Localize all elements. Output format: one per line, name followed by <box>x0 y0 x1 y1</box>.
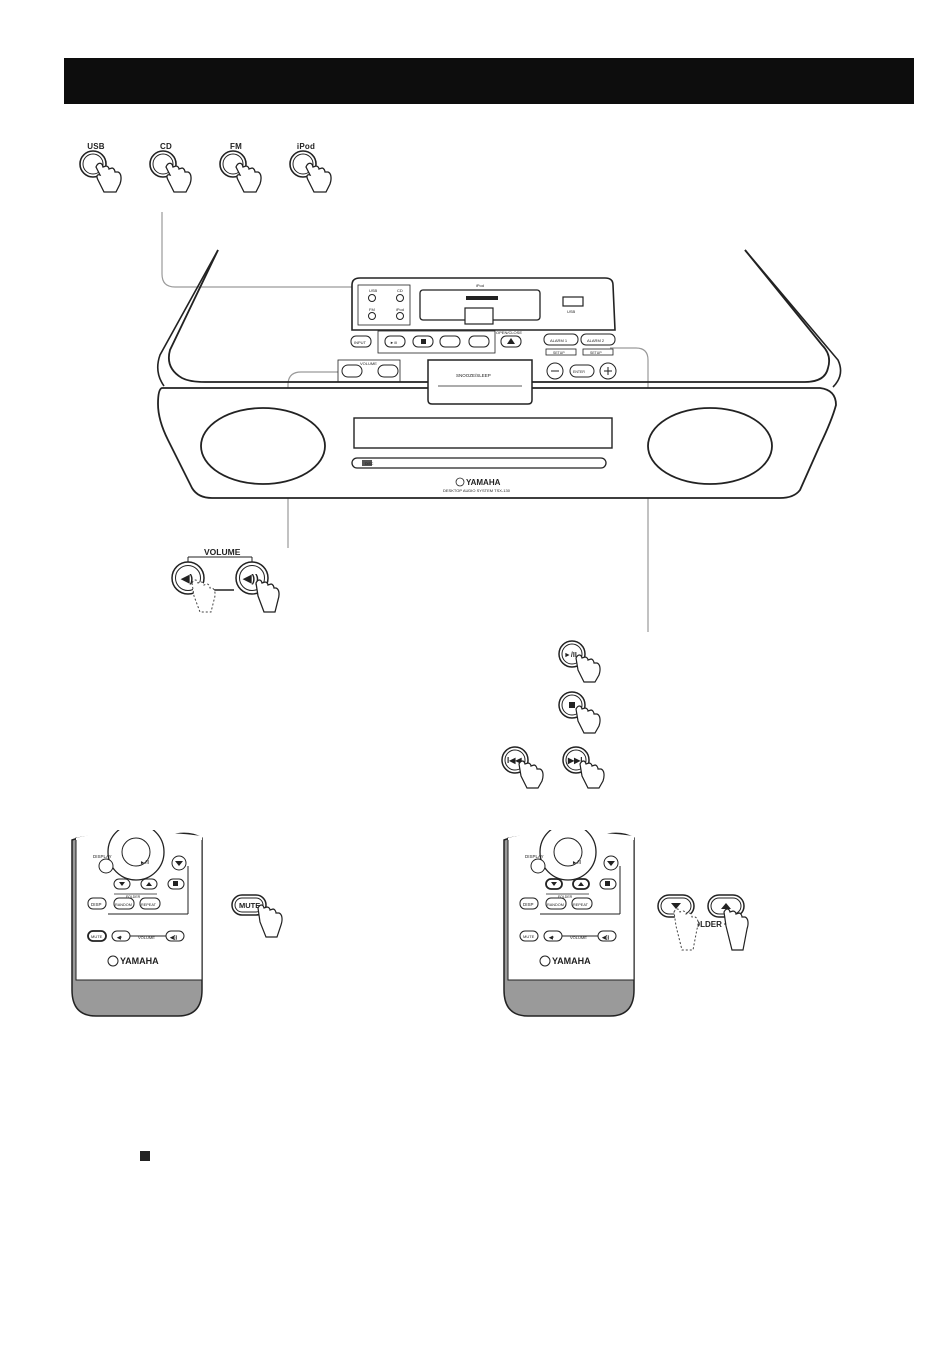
unit-panel-labels: USB CD FM iPod iPod USB INPUT ►/II OPEN/… <box>354 283 605 493</box>
ipod-source-button[interactable]: iPod <box>286 142 348 202</box>
section-header-bar <box>64 58 914 104</box>
svg-text:REPEAT: REPEAT <box>573 903 589 907</box>
svg-text:FOLDER: FOLDER <box>689 920 722 929</box>
cd-source-button[interactable]: CD <box>146 142 208 202</box>
svg-text:DISC: DISC <box>365 462 374 466</box>
square-bullet-icon <box>140 1151 150 1161</box>
svg-text:SETUP: SETUP <box>590 351 602 355</box>
svg-text:USB: USB <box>567 309 576 314</box>
svg-text:RANDOM: RANDOM <box>115 903 132 907</box>
svg-text:ALARM 2: ALARM 2 <box>587 338 605 343</box>
svg-text:►/II: ►/II <box>572 860 581 866</box>
leader-lines <box>161 212 649 632</box>
svg-text:YAMAHA: YAMAHA <box>552 956 591 966</box>
svg-text:SNOOZE/SLEEP: SNOOZE/SLEEP <box>456 373 491 378</box>
svg-text:MUTE: MUTE <box>91 934 103 939</box>
volume-callout: VOLUME ◀) ◀)) <box>168 546 280 620</box>
svg-text:OPEN/CLOSE: OPEN/CLOSE <box>496 330 522 335</box>
svg-text:VOLUME: VOLUME <box>204 547 241 557</box>
svg-text:iPod: iPod <box>396 307 404 312</box>
remote-control-right: DISPLAY ►/II FOLDER DISP RANDOM REPEAT M… <box>503 830 635 1017</box>
svg-text:VOLUME: VOLUME <box>570 935 587 940</box>
folder-up-icon <box>721 903 731 909</box>
svg-text:VOLUME: VOLUME <box>138 935 155 940</box>
transport-callouts: ►/II I◀◀ ▶▶I <box>501 640 605 789</box>
svg-text:RANDOM: RANDOM <box>547 903 564 907</box>
usb-source-button[interactable]: USB <box>76 142 138 202</box>
svg-text:FM: FM <box>369 307 375 312</box>
svg-text:◀·: ◀· <box>116 935 123 941</box>
svg-text:SETUP: SETUP <box>553 351 565 355</box>
svg-text:MUTE: MUTE <box>523 934 535 939</box>
svg-text:◀·: ◀· <box>548 935 555 941</box>
svg-text:◀)): ◀)) <box>169 935 178 941</box>
mute-callout: MUTE <box>231 894 283 938</box>
svg-text:DISP: DISP <box>523 902 534 907</box>
svg-text:◀)): ◀)) <box>242 573 259 585</box>
svg-text:DISPLAY: DISPLAY <box>93 854 112 859</box>
svg-text:▶▶I: ▶▶I <box>567 756 583 765</box>
folder-down-icon <box>671 903 681 909</box>
svg-text:►/II: ►/II <box>390 340 397 345</box>
svg-text:CD: CD <box>397 288 403 293</box>
svg-text:DISPLAY: DISPLAY <box>525 854 544 859</box>
press-finger-icon <box>289 150 332 193</box>
svg-text:I◀◀: I◀◀ <box>507 756 522 765</box>
svg-text:ENTER: ENTER <box>573 370 585 374</box>
remote-control-left: DISPLAY ►/II FOLDER DISP RANDOM REPEAT M… <box>71 830 203 1017</box>
press-finger-icon <box>149 150 192 193</box>
svg-text:REPEAT: REPEAT <box>141 903 157 907</box>
folder-callout: FOLDER <box>657 894 749 951</box>
svg-text:◀)): ◀)) <box>601 935 610 941</box>
svg-text:DESKTOP AUDIO SYSTEM TSX-130: DESKTOP AUDIO SYSTEM TSX-130 <box>443 488 511 493</box>
svg-text:YAMAHA: YAMAHA <box>120 956 159 966</box>
play-pause-button[interactable]: ►/II <box>558 640 601 683</box>
svg-text:FOLDER: FOLDER <box>126 895 141 899</box>
svg-text:◀): ◀) <box>180 573 193 585</box>
svg-text:VOLUME: VOLUME <box>360 361 377 366</box>
press-finger-icon <box>219 150 262 193</box>
stop-button[interactable] <box>558 691 601 734</box>
press-finger-icon <box>79 150 122 193</box>
skip-back-button[interactable]: I◀◀ <box>501 746 544 789</box>
fm-source-button[interactable]: FM <box>216 142 278 202</box>
svg-text:MUTE: MUTE <box>239 901 260 910</box>
skip-forward-button[interactable]: ▶▶I <box>562 746 605 789</box>
svg-text:iPod: iPod <box>476 283 484 288</box>
svg-text:INPUT: INPUT <box>354 340 367 345</box>
svg-text:USB: USB <box>369 288 378 293</box>
svg-text:YAMAHA: YAMAHA <box>466 478 501 487</box>
svg-text:FOLDER: FOLDER <box>558 895 573 899</box>
svg-text:DISP: DISP <box>91 902 102 907</box>
svg-text:ALARM 1: ALARM 1 <box>550 338 568 343</box>
svg-text:►/II: ►/II <box>140 860 149 866</box>
svg-text:►/II: ►/II <box>564 652 577 659</box>
